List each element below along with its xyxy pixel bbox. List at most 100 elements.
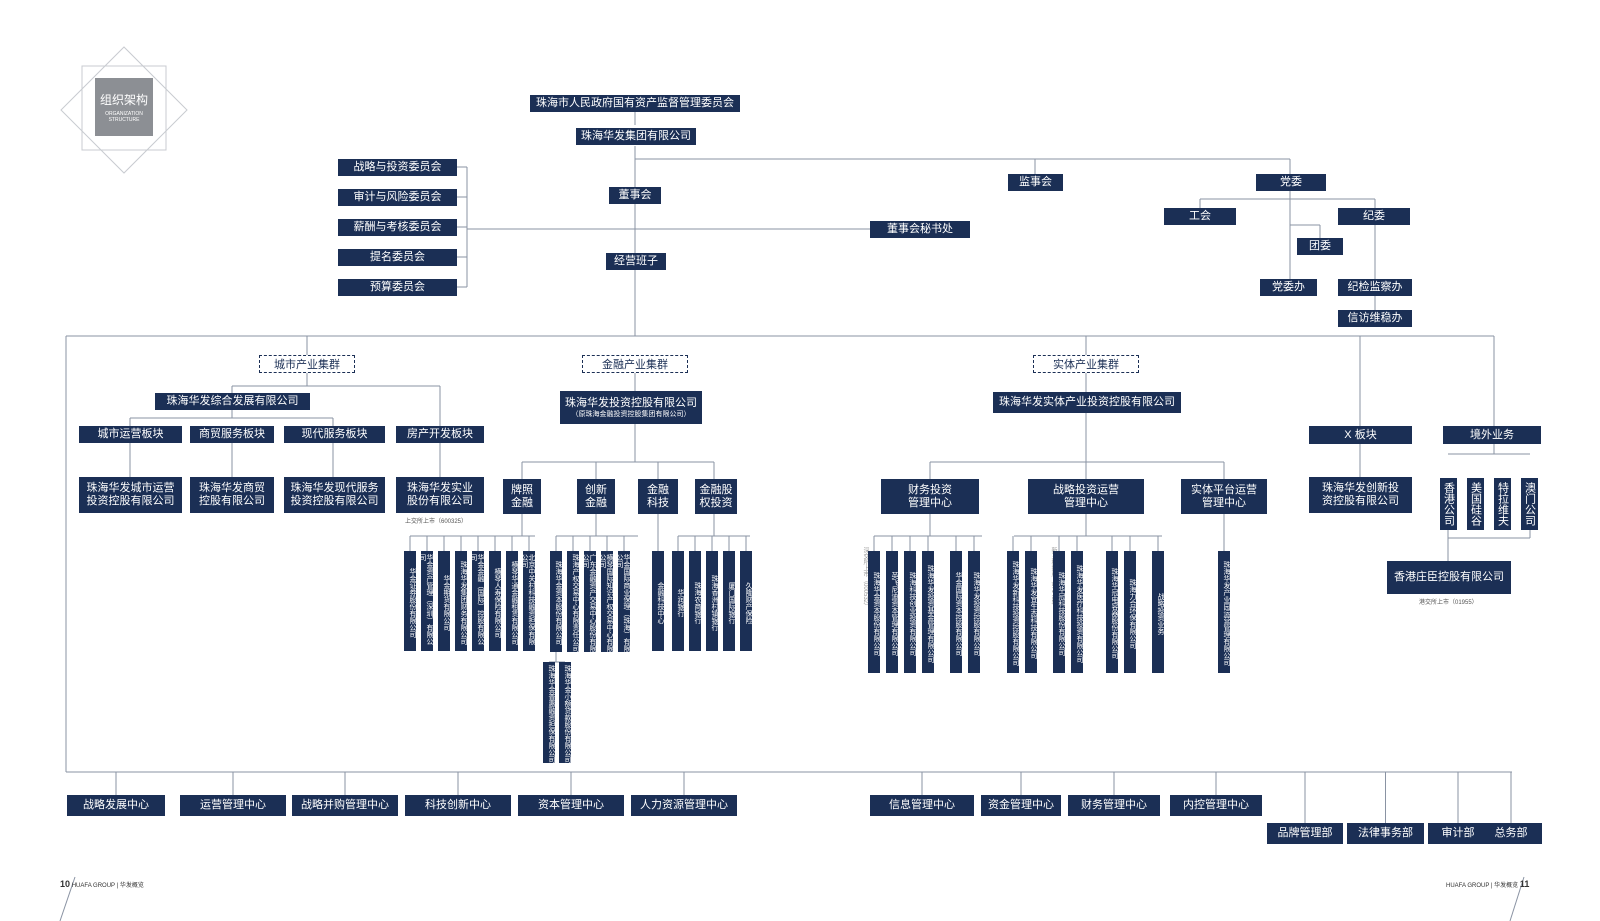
- city-segment-node: 城市运营板块: [79, 426, 182, 443]
- financial-investment-subsidiary: 英飞尼迪资本管理有限公司: [886, 551, 898, 673]
- board-secretary-node: 董事会秘书处: [870, 221, 970, 238]
- footer-right: HUAFA GROUP | 华发概览 11: [1446, 879, 1529, 889]
- physical-holding-node: 珠海华发实体产业投资控股有限公司: [993, 392, 1181, 413]
- city-segment-node: 房产开发板块: [396, 426, 484, 443]
- department-node: 总务部: [1480, 823, 1542, 844]
- department-node: 人力资源管理中心: [631, 795, 737, 816]
- supervisory-board-node: 监事会: [1008, 174, 1063, 191]
- management-node: 经营班子: [606, 253, 666, 270]
- board-node: 董事会: [609, 187, 661, 204]
- overseas-region-node: 美国硅谷: [1467, 478, 1484, 530]
- x-segment-company-node: 珠海华发创新投 资控股有限公司: [1309, 477, 1412, 513]
- strategic-investment-subsidiary: 珠海华发新科技投资控股有限公司: [1007, 551, 1019, 673]
- innovation-finance-subsidiary: 横琴国际知识产权交易中心有限公司: [601, 551, 613, 652]
- group-node: 珠海华发集团有限公司: [576, 128, 696, 145]
- x-segment-node: X 板块: [1309, 426, 1412, 444]
- finance-segment-node: 创新 金融: [577, 479, 615, 514]
- listing-note: 港交所上市（01955）: [1419, 600, 1478, 606]
- page-number-left: 10: [60, 879, 71, 889]
- license-finance-subsidiary: 华金证券股份有限公司: [404, 551, 416, 651]
- equity-investment-subsidiary: 华润银行: [672, 551, 684, 651]
- strategic-investment-subsidiary: 珠海华冠科技股份有限公司: [1053, 551, 1065, 673]
- license-finance-subsidiary: 横琴华通金融租赁有限公司: [506, 551, 518, 651]
- footer-left-text: HUAFA GROUP | 华发概览: [71, 883, 144, 889]
- section-title-block: 组织架构 ORGANIZATION STRUCTURE: [95, 78, 153, 136]
- department-node: 资本管理中心: [518, 795, 624, 816]
- city-segment-node: 商贸服务板块: [190, 426, 274, 443]
- discipline-node: 纪委: [1338, 208, 1410, 225]
- physical-segment-node: 战略投资运营 管理中心: [1028, 479, 1144, 514]
- overseas-region-node: 澳门公司: [1521, 478, 1538, 530]
- department-node: 战略发展中心: [67, 795, 165, 816]
- fintech-subsidiary: 金融科技中心: [652, 551, 664, 651]
- committee-budget: 预算委员会: [338, 279, 457, 296]
- committee-audit: 审计与风险委员会: [338, 189, 457, 206]
- city-cluster-label: 城市产业集群: [259, 355, 355, 373]
- overseas-company-node: 香港庄臣控股有限公司: [1387, 561, 1511, 594]
- physical-cluster-label: 实体产业集群: [1033, 355, 1139, 373]
- department-node: 科技创新中心: [405, 795, 511, 816]
- city-company-node: 珠海华发城市运营 投资控股有限公司: [79, 477, 182, 513]
- financial-investment-subsidiary: 珠海华金资本股份有限公司: [868, 551, 880, 673]
- license-finance-subsidiary: 华金金融（国际）控股有限公司: [472, 551, 484, 651]
- listing-note: 深交所上市（000532）: [862, 547, 868, 610]
- financial-investment-subsidiary: 珠海科技创业投资有限公司: [904, 551, 916, 673]
- overseas-region-node: 特拉维夫: [1494, 478, 1511, 530]
- city-segment-node: 现代服务板块: [284, 426, 385, 443]
- finance-cluster-label: 金融产业集群: [582, 355, 688, 373]
- page-number-right: 11: [1519, 879, 1530, 889]
- youth-league-node: 团委: [1297, 238, 1343, 255]
- finance-holding-node: 珠海华发投资控股有限公司 （原珠海金融投资控股集团有限公司）: [560, 391, 702, 424]
- financial-investment-subsidiary: 华金国际资本控股有限公司: [950, 551, 962, 673]
- finance-segment-node: 金融 科技: [638, 479, 678, 514]
- department-node: 信息管理中心: [870, 795, 974, 816]
- department-node: 内控管理中心: [1170, 795, 1262, 816]
- platform-operation-subsidiary: 珠海华发产业园运营管理有限公司: [1218, 551, 1230, 673]
- sasac-node: 珠海市人民政府国有资产监督管理委员会: [530, 95, 740, 112]
- physical-segment-node: 财务投资 管理中心: [881, 479, 979, 514]
- innovation-finance-subsidiary: 珠海华金资本股份有限公司: [550, 551, 562, 652]
- equity-investment-subsidiary: 久隆财产保险: [740, 551, 752, 651]
- equity-investment-subsidiary: 厦门国际银行: [723, 551, 735, 651]
- city-company-node: 珠海华发商贸 控股有限公司: [190, 477, 274, 513]
- finance-segment-node: 金融股 权投资: [695, 479, 737, 514]
- department-node: 审计部: [1428, 823, 1488, 844]
- department-node: 品牌管理部: [1267, 823, 1343, 844]
- petition-office-node: 信访维稳办: [1338, 310, 1412, 327]
- strategic-investment-subsidiary: 珠海力合环保有限公司: [1124, 551, 1136, 673]
- committee-strategy: 战略与投资委员会: [338, 159, 457, 176]
- department-node: 财务管理中心: [1068, 795, 1160, 816]
- footer-right-text: HUAFA GROUP | 华发概览: [1446, 883, 1519, 889]
- strategic-investment-subsidiary: 珠海华冠电容器股份有限公司: [1106, 551, 1118, 673]
- department-node: 战略并购管理中心: [292, 795, 398, 816]
- license-finance-subsidiary: 珠海华发集团财务有限公司: [455, 551, 467, 651]
- license-finance-subsidiary: 华金资产管理（深圳）有限公司: [421, 551, 433, 651]
- innovation-finance-sub-subsidiary: 珠海华金普惠融资担保有限公司: [543, 662, 555, 763]
- license-finance-subsidiary: 北京中关村科技融资担保有限公司: [523, 551, 535, 651]
- innovation-finance-subsidiary: 广东金融资产交易中心股份有限公司: [584, 551, 596, 652]
- party-office-node: 党委办: [1260, 279, 1317, 296]
- supervision-office-node: 纪检监察办: [1338, 279, 1412, 296]
- physical-segment-node: 实体平台运营 管理中心: [1181, 479, 1267, 514]
- party-committee-node: 党委: [1256, 174, 1326, 191]
- city-company-node: 珠海华发现代服务 投资控股有限公司: [284, 477, 385, 513]
- innovation-finance-sub-subsidiary: 珠海华金小额贷款股份有限公司: [559, 662, 571, 763]
- strategic-investment-subsidiary: 珠海华发医疗科技投资有限公司: [1071, 551, 1083, 673]
- license-finance-subsidiary: 华金期货有限公司: [438, 551, 450, 651]
- committee-nomination: 提名委员会: [338, 249, 457, 266]
- finance-holding-name: 珠海华发投资控股有限公司: [565, 396, 697, 409]
- strategic-investment-subsidiary: 珠海华发宜生态科技有限公司: [1025, 551, 1037, 673]
- finance-segment-node: 牌照 金融: [503, 479, 541, 514]
- department-node: 法律事务部: [1347, 823, 1424, 844]
- city-holding-node: 珠海华发综合发展有限公司: [155, 393, 310, 410]
- license-finance-subsidiary: 横琴人寿保险有限公司: [489, 551, 501, 651]
- section-subtitle: ORGANIZATION STRUCTURE: [105, 111, 143, 123]
- innovation-finance-subsidiary: 珠海产权交易中心有限责任公司: [567, 551, 579, 652]
- union-node: 工会: [1164, 208, 1236, 225]
- committee-compensation: 薪酬与考核委员会: [338, 219, 457, 236]
- overseas-node: 境外业务: [1443, 426, 1541, 444]
- equity-investment-subsidiary: 珠海农商银行: [689, 551, 701, 651]
- financial-investment-subsidiary: 珠海华发投资控股有限公司: [968, 551, 980, 673]
- finance-holding-note: （原珠海金融投资控股集团有限公司）: [571, 410, 691, 418]
